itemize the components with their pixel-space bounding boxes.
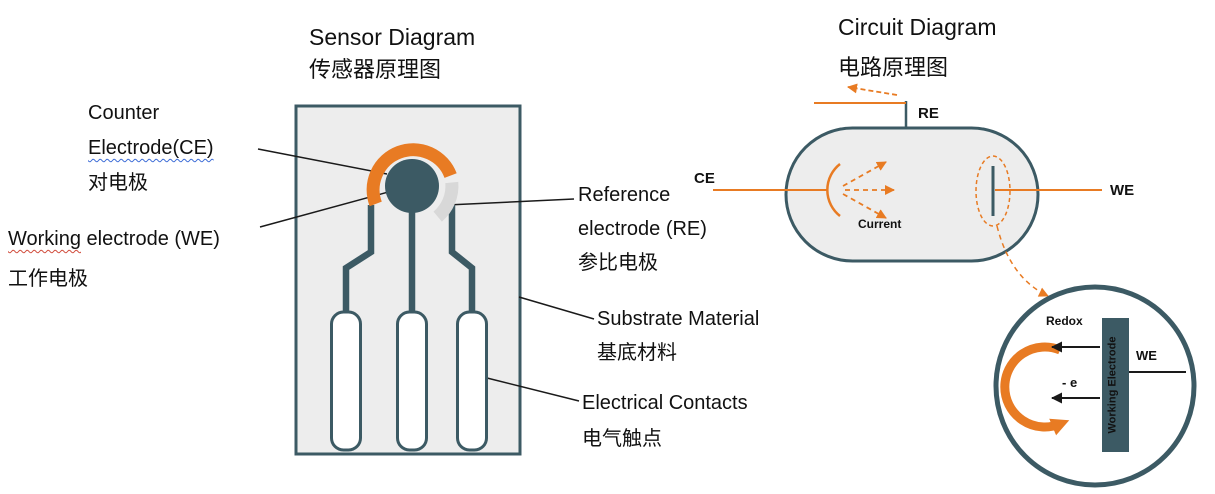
circuit-diagram: CE Current RE WE xyxy=(694,83,1134,297)
substrate-leader-line xyxy=(518,296,595,320)
reference-electrode-arc xyxy=(433,181,459,222)
electrochemical-cell-body xyxy=(784,126,1040,263)
contact-pad-left xyxy=(330,310,362,452)
re-dashed-arrow xyxy=(847,83,898,96)
working-electrode-bar xyxy=(1102,318,1129,452)
working-electrode-label-zh: 工作电极 xyxy=(8,268,88,290)
trace-right xyxy=(448,205,476,318)
current-label: Current xyxy=(858,217,901,231)
working-electrode-label-en: Working electrode (WE) xyxy=(8,228,220,251)
reference-electrode-leader-line xyxy=(446,198,575,206)
working-electrode-disc xyxy=(385,159,439,213)
working-electrode-bar-label: Working Electrode xyxy=(1107,337,1119,434)
reference-electrode-label-line1: Reference xyxy=(578,184,671,206)
zoom-highlight-ellipse xyxy=(975,155,1011,227)
circuit-title-en: Circuit Diagram xyxy=(838,14,997,40)
ce-label: CE xyxy=(694,170,715,187)
trace-left xyxy=(342,205,375,318)
sensor-title-zh: 传感器原理图 xyxy=(309,57,442,82)
reference-electrode-label-line2: electrode (RE) xyxy=(578,218,707,240)
working-electrode-inset: Working Electrode Redox - e WE xyxy=(993,284,1197,488)
contact-pad-right xyxy=(456,310,488,452)
counter-electrode-symbol xyxy=(826,163,841,217)
re-label: RE xyxy=(918,105,939,122)
redox-label: Redox xyxy=(1046,314,1083,328)
contact-pad-center xyxy=(396,310,428,452)
counter-electrode-label-zh: 对电极 xyxy=(88,172,148,194)
sensor-diagram xyxy=(257,104,595,456)
contacts-label-en: Electrical Contacts xyxy=(582,392,748,414)
circuit-title-zh: 电路原理图 xyxy=(838,55,949,80)
counter-electrode-label-line1: Counter xyxy=(88,102,160,124)
sensor-title-en: Sensor Diagram xyxy=(309,24,476,50)
substrate-label-en: Substrate Material xyxy=(597,308,760,330)
counter-electrode-label-line2: Electrode(CE) xyxy=(88,137,214,160)
substrate-label-zh: 基底材料 xyxy=(597,342,677,364)
redox-cycle-arrow xyxy=(1000,342,1070,436)
we-label: WE xyxy=(1110,182,1134,199)
working-word: Working xyxy=(8,228,81,250)
counter-electrode-label-line2-text: Electrode(CE) xyxy=(88,137,214,159)
inset-circle xyxy=(993,284,1197,488)
counter-electrode-leader-line xyxy=(257,148,388,175)
contacts-leader-line xyxy=(486,377,580,402)
inset-we-label: WE xyxy=(1136,348,1157,363)
zoom-connector-line xyxy=(996,225,1049,297)
contacts-label-zh: 电气触点 xyxy=(582,428,662,450)
reference-electrode-label-zh: 参比电极 xyxy=(578,252,658,274)
electron-label: - e xyxy=(1062,375,1077,390)
working-rest: electrode (WE) xyxy=(81,228,220,250)
counter-electrode-arc xyxy=(366,143,457,207)
